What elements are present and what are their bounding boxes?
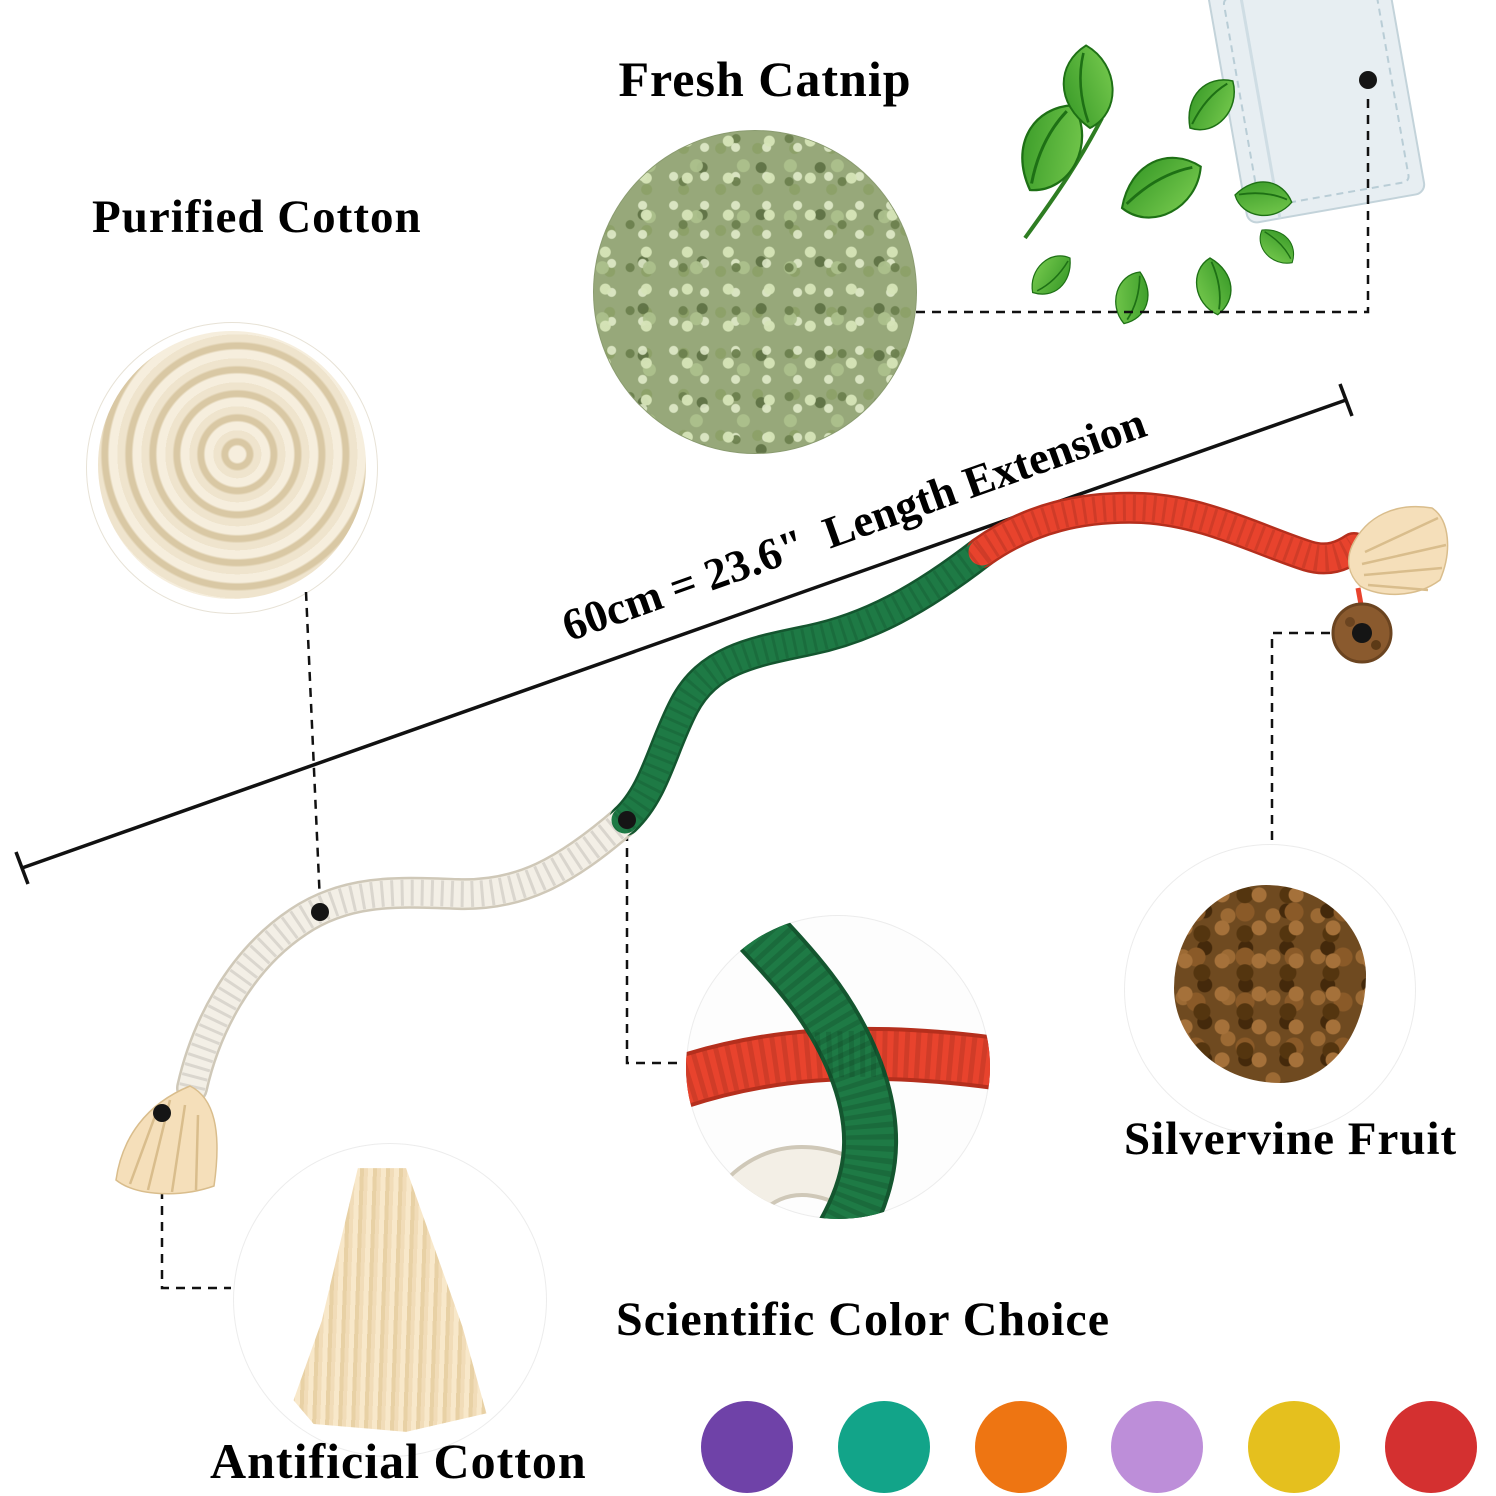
rope-white-edge xyxy=(176,804,641,1104)
tassel-left xyxy=(115,1085,218,1195)
connector-silvervine xyxy=(1270,631,1330,842)
silvervine-fruit-label: Silvervine Fruit xyxy=(1124,1113,1458,1165)
swatch-lavender xyxy=(1111,1401,1203,1493)
purified-cotton-label: Purified Cotton xyxy=(92,191,422,243)
color-swatches xyxy=(700,1400,1480,1496)
anchor-dot-sachet xyxy=(1359,71,1377,89)
anchor-dot-white-rope xyxy=(311,903,329,921)
connector-catnip-sachet xyxy=(916,92,1370,314)
cotton-rope-photo xyxy=(86,322,378,614)
closeup-red-texture xyxy=(686,1030,990,1105)
mint-stem xyxy=(1023,117,1104,240)
rope-red-segment xyxy=(968,494,1368,572)
catnip-photo xyxy=(593,130,917,454)
closeup-red-rope xyxy=(686,1030,990,1105)
artificial-cotton-photo xyxy=(233,1143,547,1457)
rope-white-texture xyxy=(179,810,634,1091)
connector-cotton xyxy=(304,591,322,904)
silvervine-ball xyxy=(1331,602,1393,664)
length-extension-label: 60cm = 23.6" Length Extension xyxy=(555,397,1153,651)
swatch-orange xyxy=(975,1401,1067,1493)
silvervine-ball-hole xyxy=(1352,623,1372,643)
closeup-green-texture xyxy=(711,915,895,1219)
fresh-catnip-label: Fresh Catnip xyxy=(618,51,912,107)
closeup-green-rope xyxy=(711,915,895,1219)
swatch-purple xyxy=(701,1401,793,1493)
rope-red-texture xyxy=(974,494,1362,572)
antificial-cotton-label: Antificial Cotton xyxy=(210,1433,587,1489)
rope-closeup xyxy=(686,915,990,1219)
cotton-tassel-closeup xyxy=(293,1168,487,1432)
anchor-dot-tassel xyxy=(153,1104,171,1122)
swatch-gold xyxy=(1248,1401,1340,1493)
catnip-sachet xyxy=(1207,0,1426,224)
silvervine-fruit-cluster xyxy=(1173,884,1367,1084)
connector-color-choice xyxy=(625,832,684,1065)
silvervine-photo xyxy=(1124,844,1416,1136)
swatch-teal xyxy=(838,1401,930,1493)
mint-leaves xyxy=(998,41,1301,330)
swatch-red xyxy=(1385,1401,1477,1493)
scientific-color-choice-label: Scientific Color Choice xyxy=(616,1293,1111,1346)
rope-red-edge xyxy=(966,491,1370,575)
rope-white-segment xyxy=(178,806,639,1102)
tassel-right xyxy=(1331,505,1449,664)
anchor-dot-junction xyxy=(618,811,636,829)
donut-string xyxy=(1355,587,1365,611)
connector-artificial-cotton xyxy=(160,1126,231,1290)
color-choice-photo xyxy=(686,915,990,1219)
closeup-white-rope xyxy=(701,1149,876,1219)
